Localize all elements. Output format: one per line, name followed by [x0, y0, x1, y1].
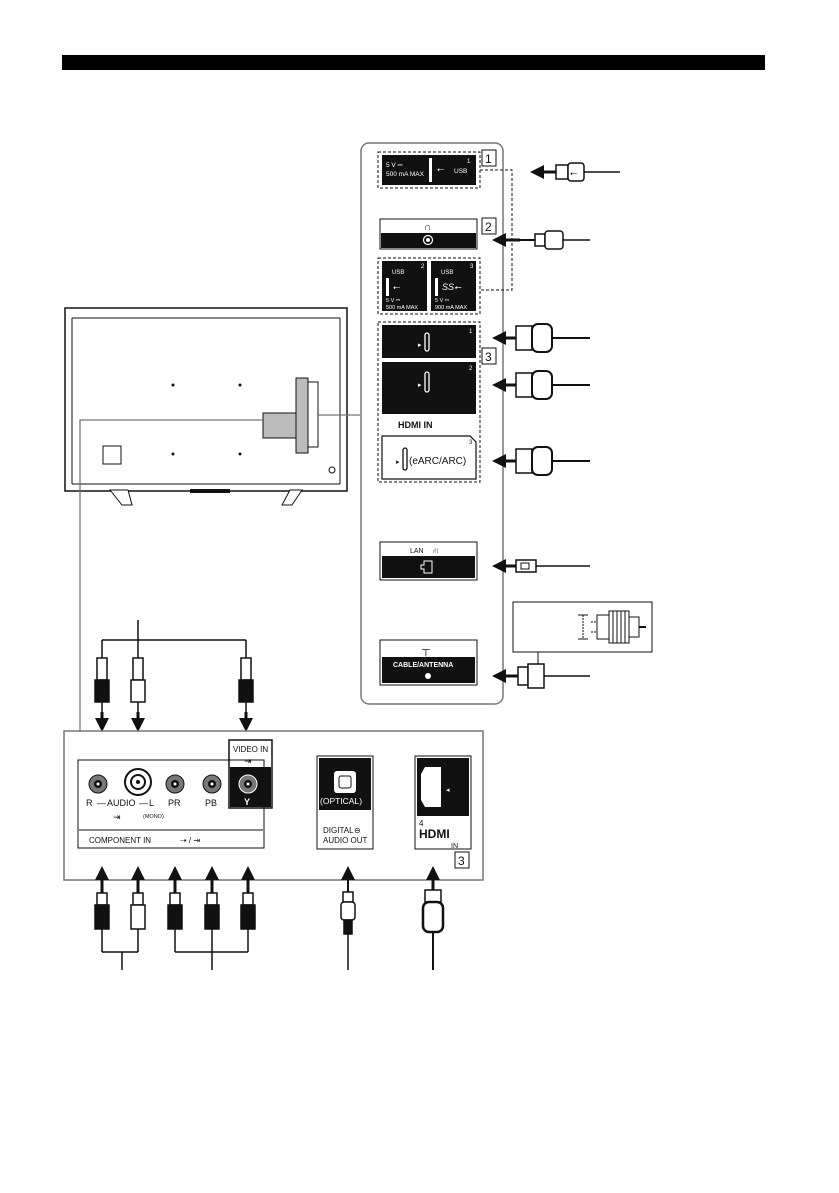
usb1-spec-line2: 500 mA MAX — [386, 171, 425, 178]
audio-dash-left: — — [97, 798, 106, 808]
hdmi-port-2[interactable]: 2 ▸ — [382, 362, 476, 414]
group-label-2: 2 — [485, 220, 492, 234]
group-label-3-bottom: 3 — [458, 854, 465, 868]
usb3-spec-line2: 900 mA MAX — [435, 305, 467, 311]
hdmi-cable-1 — [492, 324, 590, 352]
side-cables: ⭠ — [492, 163, 652, 688]
component-pb-jack[interactable] — [203, 775, 221, 793]
hdmi-port3-number: 3 — [469, 440, 473, 446]
y-label: Y — [244, 797, 250, 807]
headphone-jack[interactable]: ∩ — [380, 219, 477, 249]
rca-pr-bottom — [168, 866, 182, 952]
usb2-spec-line1: 5 V ⎓ — [386, 298, 401, 304]
audio-r-jack[interactable] — [89, 775, 107, 793]
rca-audio-l-bottom — [131, 866, 145, 952]
tv-rear-illustration — [65, 308, 347, 505]
usb2-spec-line2: 500 mA MAX — [386, 305, 418, 311]
lan-cable — [492, 559, 590, 573]
hdmi-arrow-icon: ▸ — [396, 459, 400, 466]
hdmi-port-3[interactable]: 3 ▸ (eARC/ARC) — [382, 436, 476, 479]
antenna-connector-callout — [513, 602, 652, 652]
usb-port-3[interactable]: USB 3 SS⭠ 5 V ⎓ 900 mA MAX — [431, 261, 476, 311]
bottom-terminal-panel: VIDEO IN ⇥ Y R — AUDIO — L (MONO) ⇥ PR P… — [64, 731, 483, 880]
rca-pb-bottom — [205, 866, 219, 952]
leader-lines — [80, 415, 360, 732]
audio-l-label: L — [149, 798, 154, 808]
component-pr-jack[interactable] — [166, 775, 184, 793]
usb3-port-label: USB — [441, 270, 453, 276]
video-in-cables-top — [95, 620, 253, 732]
optical-audio-out-port[interactable]: (OPTICAL) DIGITAL ⊖ AUDIO OUT — [317, 756, 373, 849]
pb-label: PB — [205, 798, 217, 808]
hdmi-cable-4 — [423, 866, 443, 970]
rca-plug-audio-r — [95, 658, 109, 732]
rca-y-bottom — [241, 866, 255, 952]
group-label-1: 1 — [485, 152, 492, 166]
hdmi-cable-2 — [492, 371, 590, 399]
video-in-label: VIDEO IN — [233, 745, 268, 754]
rca-audio-r-bottom — [95, 866, 109, 952]
usb2-port-label: USB — [392, 270, 404, 276]
bottom-cables — [95, 866, 443, 970]
lan-label: LAN — [410, 548, 424, 555]
audio-output-icon: ⊖ — [354, 826, 361, 835]
audio-dash-right: — — [139, 798, 148, 808]
video-input-icon: ⇥ — [244, 756, 252, 766]
usb-port-1[interactable]: 5 V ⎓ 500 mA MAX ⭠ USB 1 — [378, 152, 480, 188]
audio-l-jack[interactable] — [125, 769, 151, 795]
hdmi-arrow-icon: ◂ — [446, 787, 450, 794]
hdmi-port-4[interactable]: ◂ 4 HDMI IN — [415, 756, 471, 850]
usb-cable: ⭠ — [530, 163, 620, 181]
hdmi-port-1[interactable]: 1 ▸ — [382, 325, 476, 358]
audio-r-label: R — [86, 798, 93, 808]
svg-text:⭠: ⭠ — [570, 168, 577, 178]
mono-label: (MONO) — [143, 814, 164, 820]
antenna-label: CABLE/ANTENNA — [393, 662, 453, 669]
usb-ss-icon: SS⭠ — [442, 282, 462, 292]
usb-icon: ⭠ — [437, 164, 444, 174]
usb3-spec-line1: 5 V ⎓ — [435, 298, 450, 304]
usb-port-2[interactable]: USB 2 ⭠ 5 V ⎓ 500 mA MAX — [382, 261, 427, 311]
digital-audio-label-2: AUDIO OUT — [323, 836, 368, 845]
cable-antenna-port[interactable]: ┬ CABLE/ANTENNA — [380, 640, 477, 685]
headphone-icon: ∩ — [424, 222, 431, 233]
side-terminal-panel: 5 V ⎓ 500 mA MAX ⭠ USB 1 1 ∩ 2 USB 2 ⭠ 5… — [361, 143, 503, 704]
usb1-spec-line1: 5 V ⎓ — [386, 162, 403, 169]
hdmi4-label: HDMI — [419, 827, 450, 841]
antenna-icon: ┬ — [421, 644, 430, 657]
group-label-3: 3 — [485, 350, 492, 364]
component-y-video-jack[interactable] — [239, 775, 257, 793]
audio-input-icon: ⇥ — [113, 812, 121, 822]
digital-audio-label-1: DIGITAL — [323, 826, 354, 835]
headphone-cable — [492, 231, 590, 249]
optical-cable — [341, 866, 355, 970]
pr-label: PR — [168, 798, 181, 808]
hdmi-in-label: HDMI IN — [398, 420, 433, 430]
rca-plug-video — [239, 658, 253, 732]
hdmi-earc-label: (eARC/ARC) — [409, 456, 466, 467]
hdmi4-in-label: IN — [451, 843, 458, 850]
audio-label: AUDIO — [107, 798, 136, 808]
usb-icon: ⭠ — [393, 282, 400, 292]
optical-label: (OPTICAL) — [320, 796, 362, 806]
hdmi-arrow-icon: ▸ — [418, 342, 422, 349]
lan-network-icon: ⛙ — [433, 547, 438, 555]
rca-plug-audio-l — [131, 658, 145, 732]
hdmi-cable-3 — [492, 447, 590, 475]
component-in-label: COMPONENT IN — [89, 836, 151, 845]
lan-port[interactable]: LAN ⛙ — [380, 542, 477, 580]
hdmi-arrow-icon: ▸ — [418, 382, 422, 389]
component-input-icons: ⇢ / ⇥ — [180, 836, 200, 845]
usb1-port-label: USB — [454, 168, 467, 175]
